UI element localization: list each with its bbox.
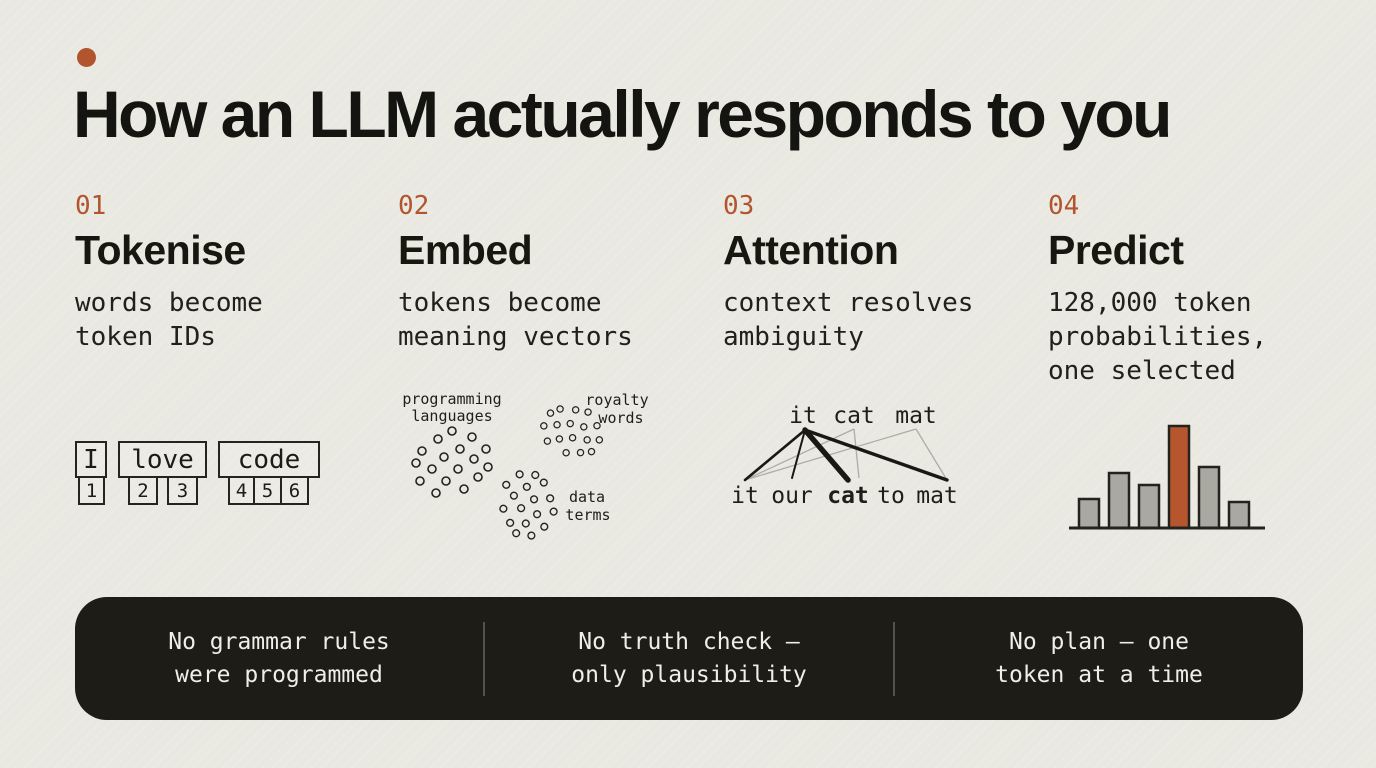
- token-word-box: code: [218, 441, 320, 478]
- step-number: 03: [723, 191, 755, 221]
- desc-line: words become: [75, 288, 263, 318]
- footer-line: No grammar rules: [168, 628, 390, 655]
- footer-line: No plan — one: [1008, 628, 1189, 655]
- footer-line: were programmed: [175, 661, 383, 688]
- footer-line: token at a time: [995, 661, 1203, 688]
- probability-bars: [1077, 424, 1251, 530]
- footer-divider: [483, 621, 485, 696]
- step-description: tokens become meaning vectors: [398, 286, 710, 354]
- strong-attention-lines: [743, 427, 949, 483]
- step-tokenise: 01 Tokenise words become token IDs: [75, 192, 387, 354]
- footer-item-truth: No truth check — only plausibility: [485, 597, 893, 720]
- token-bar: [1107, 471, 1131, 530]
- desc-line: 128,000 token: [1048, 288, 1252, 318]
- token-bar: [1077, 497, 1101, 530]
- step-predict: 04 Predict 128,000 token probabilities, …: [1048, 192, 1360, 388]
- step-title: Embed: [398, 227, 533, 273]
- attention-bottom-word-emphasized: cat: [827, 483, 869, 509]
- desc-line: tokens become: [398, 288, 602, 318]
- attention-lines-diagram: it cat mat it our cat to mat: [731, 403, 958, 509]
- desc-line: token IDs: [75, 322, 216, 352]
- step-number: 04: [1048, 191, 1080, 221]
- step-title: Attention: [723, 227, 899, 273]
- attention-top-word: mat: [895, 403, 937, 429]
- attention-bottom-word: to: [877, 483, 905, 509]
- token-id-box: 3: [167, 476, 198, 505]
- footer-item-plan: No plan — one token at a time: [895, 597, 1303, 720]
- accent-dot: [77, 48, 96, 67]
- attention-bottom-word: it: [731, 483, 759, 509]
- step-description: words become token IDs: [75, 286, 387, 354]
- step-title: Tokenise: [75, 227, 246, 273]
- token-word-box: I: [75, 441, 107, 478]
- footer-bar: No grammar rules were programmed No trut…: [75, 597, 1303, 720]
- step-embed: 02 Embed tokens become meaning vectors: [398, 192, 710, 354]
- token-word-box: love: [118, 441, 207, 478]
- desc-line: probabilities,: [1048, 322, 1268, 352]
- cluster-label: words: [598, 409, 643, 427]
- token-id-strip: 4 5 6: [228, 476, 309, 505]
- step-title: Predict: [1048, 227, 1184, 273]
- cluster-label: data: [569, 488, 605, 506]
- step-number: 02: [398, 191, 430, 221]
- dot-cluster-programming: [411, 426, 493, 498]
- embed-clusters-diagram: programming languages royalty words data…: [402, 389, 649, 547]
- footer-text: No grammar rules were programmed: [168, 626, 390, 692]
- token-bar: [1137, 483, 1161, 530]
- page-title: How an LLM actually responds to you: [73, 77, 1172, 151]
- desc-line: one selected: [1048, 356, 1236, 386]
- weak-attention-lines: [744, 428, 948, 481]
- selected-token-bar: [1167, 424, 1191, 530]
- footer-line: No truth check —: [578, 628, 800, 655]
- footer-item-grammar: No grammar rules were programmed: [75, 597, 483, 720]
- step-description: context resolves ambiguity: [723, 286, 1035, 354]
- footer-text: No plan — one token at a time: [995, 626, 1203, 692]
- attention-bottom-word: mat: [916, 483, 958, 509]
- step-number: 01: [75, 191, 107, 221]
- cluster-label: programming: [402, 390, 501, 408]
- token-bar: [1197, 465, 1221, 530]
- step-description: 128,000 token probabilities, one selecte…: [1048, 286, 1360, 388]
- token-id-box: 4: [228, 476, 255, 505]
- footer-line: only plausibility: [571, 661, 807, 688]
- attention-bottom-word: our: [771, 483, 813, 509]
- desc-line: context resolves: [723, 288, 974, 318]
- dot-cluster-data: [489, 463, 567, 547]
- token-id-box: 5: [255, 476, 282, 505]
- cluster-label: royalty: [585, 391, 648, 409]
- token-id-box: 2: [128, 476, 158, 505]
- cluster-label: languages: [411, 407, 492, 425]
- token-id-box: 1: [78, 476, 105, 505]
- footer-divider: [893, 621, 895, 696]
- token-bar: [1227, 500, 1251, 530]
- desc-line: meaning vectors: [398, 322, 633, 352]
- attention-top-word: cat: [833, 403, 875, 429]
- desc-line: ambiguity: [723, 322, 864, 352]
- probability-bar-chart: [1069, 424, 1265, 530]
- attention-top-word: it: [789, 403, 817, 429]
- step-attention: 03 Attention context resolves ambiguity: [723, 192, 1035, 354]
- footer-text: No truth check — only plausibility: [571, 626, 806, 692]
- cluster-label: terms: [565, 506, 610, 524]
- tokenise-diagram: I love code 1 2 3 4 5 6: [75, 441, 325, 509]
- token-id-box: 6: [282, 476, 309, 505]
